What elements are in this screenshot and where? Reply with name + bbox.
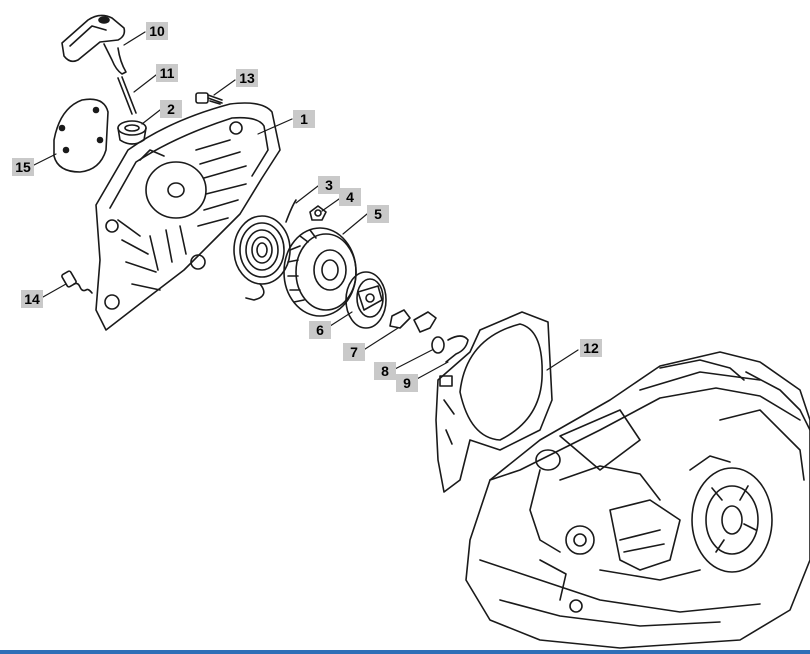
callout-11: 11 (156, 64, 178, 82)
callout-12: 12 (580, 339, 602, 357)
spring-clip (445, 335, 469, 363)
callout-2: 2 (160, 100, 182, 118)
callout-14: 14 (21, 290, 43, 308)
callout-7: 7 (343, 343, 365, 361)
callout-6: 6 (309, 321, 331, 339)
callout-9: 9 (396, 374, 418, 392)
chainsaw-engine-unit (465, 351, 810, 649)
callout-10: 10 (146, 22, 168, 40)
pawl (389, 309, 437, 333)
callout-3: 3 (318, 176, 340, 194)
washer (431, 336, 445, 354)
screw-4 (309, 205, 327, 221)
fan-housing (95, 102, 281, 331)
callout-8: 8 (374, 362, 396, 380)
callout-15: 15 (12, 158, 34, 176)
screw-13 (195, 92, 223, 105)
callout-5: 5 (367, 205, 389, 223)
cover-plate (53, 98, 109, 173)
leader-lines (33, 31, 579, 381)
fan-cover-baffle (435, 311, 553, 493)
starter-rope (117, 76, 137, 115)
bottom-accent-bar (0, 650, 810, 654)
callout-13: 13 (236, 69, 258, 87)
collar-screw (61, 270, 93, 294)
rope-rotor (283, 227, 357, 317)
rewind-spring (233, 199, 297, 301)
callout-4: 4 (339, 188, 361, 206)
pawl-carrier (345, 271, 387, 329)
starter-grip (61, 14, 127, 75)
callout-1: 1 (293, 110, 315, 128)
